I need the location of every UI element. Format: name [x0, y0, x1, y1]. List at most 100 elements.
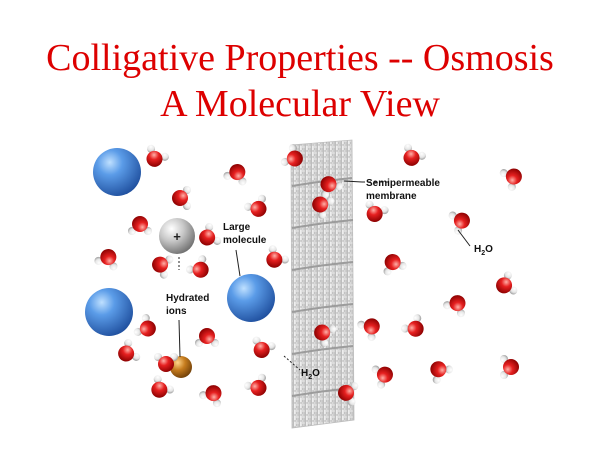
water-label-right-sub: 2 — [481, 250, 485, 257]
hydrogen-atom — [367, 332, 376, 341]
semipermeable-label-line-2: membrane — [366, 191, 417, 202]
water-molecule — [365, 200, 389, 222]
water-molecule — [496, 271, 518, 295]
oxygen-atom — [403, 149, 420, 166]
oxygen-atom — [192, 261, 209, 278]
hydrogen-atom — [160, 152, 169, 161]
leader-lines — [178, 180, 471, 371]
semipermeable-membrane — [290, 139, 355, 429]
water-label-membrane-o: O — [312, 368, 320, 379]
hydrogen-atom — [456, 309, 465, 318]
hydrogen-atom — [244, 381, 253, 390]
hydrogen-atom — [507, 182, 516, 191]
water-bottom-leader-line — [283, 355, 301, 371]
hydrated-ions-label-line-2: ions — [166, 306, 187, 317]
oxygen-atom — [407, 320, 424, 337]
hydrogen-atom — [318, 210, 327, 219]
oxygen-atom — [376, 366, 393, 383]
anion — [170, 356, 192, 378]
oxygen-atom — [266, 251, 283, 268]
hydrogen-atom — [267, 342, 276, 351]
oxygen-atom — [152, 256, 169, 273]
semipermeable-label-line-1: Semipermeable — [366, 178, 440, 189]
water-molecule — [195, 328, 219, 347]
large-molecule-label-line-1: Large — [223, 222, 251, 233]
oxygen-atom — [199, 229, 216, 246]
hydrogen-atom — [413, 314, 422, 323]
hydrogen-atom — [443, 301, 452, 310]
hydrogen-atom — [205, 223, 214, 232]
oxygen-atom — [384, 254, 401, 271]
oxygen-atom — [253, 341, 270, 358]
water-molecule — [146, 144, 169, 167]
water-molecule — [500, 355, 519, 379]
water-molecule — [151, 375, 174, 398]
water-molecule — [338, 382, 359, 406]
water-molecule — [448, 211, 470, 235]
diagram-labels: Semipermeable membrane Large molecule Hy… — [166, 178, 493, 381]
water-molecule — [133, 314, 156, 337]
water-molecule — [266, 245, 289, 268]
large-molecule-label-line-2: molecule — [223, 235, 267, 246]
water-molecule — [430, 361, 453, 384]
oxygen-atom — [229, 164, 246, 181]
membrane-leader-line — [343, 180, 363, 183]
water-molecule — [443, 295, 466, 318]
hydrated-ions: + — [159, 218, 195, 378]
hydrogen-atom — [503, 271, 512, 280]
water-label-right: H2O — [474, 244, 493, 257]
hydrogen-atom — [401, 324, 410, 333]
hydrogen-atom — [268, 245, 277, 254]
water-molecule — [172, 186, 191, 210]
water-molecule — [403, 143, 426, 166]
hydrogen-atom — [380, 206, 389, 215]
water-molecule — [128, 216, 152, 235]
oxygen-atom — [449, 295, 466, 312]
large-molecules — [85, 148, 275, 336]
oxygen-atom — [151, 381, 168, 398]
hydrogen-atom — [213, 236, 222, 245]
hydrogen-atom — [186, 265, 195, 274]
oxygen-atom — [100, 249, 117, 266]
oxygen-atom — [366, 205, 383, 222]
water-molecule — [244, 373, 267, 396]
water-molecule — [280, 144, 303, 167]
water-molecule — [152, 255, 174, 279]
large-molecule-bottom — [85, 288, 133, 336]
water-molecule — [118, 339, 141, 362]
hydrogen-atom — [334, 182, 343, 191]
hydrogen-atom — [133, 327, 142, 336]
hydrogen-atom — [244, 202, 253, 211]
oxygen-atom — [146, 150, 163, 167]
large-molecule-leader-line — [235, 249, 241, 277]
water-molecule — [357, 318, 380, 341]
water-molecule — [499, 168, 522, 191]
water-molecule — [401, 314, 424, 337]
hydrogen-atom — [417, 151, 426, 160]
water-molecule — [252, 336, 276, 358]
water-label-right-h: H — [474, 244, 481, 255]
water-molecule — [199, 223, 222, 246]
large-molecule-middle — [227, 274, 275, 322]
hydrogen-atom — [288, 144, 297, 153]
oxygen-atom — [286, 150, 303, 167]
water-label-membrane-h: H — [301, 368, 308, 379]
oxygen-atom — [320, 176, 337, 193]
water-right-leader-line — [457, 229, 471, 247]
water-molecule — [94, 249, 118, 271]
oxygen-atom — [250, 379, 267, 396]
oxygen-atom — [158, 356, 174, 372]
hydrogen-atom — [132, 352, 141, 361]
water-molecules — [94, 143, 522, 408]
oxygen-atom — [363, 318, 380, 335]
hydrogen-atom — [328, 325, 337, 334]
hydrogen-atom — [165, 385, 174, 394]
oxygen-atom — [312, 196, 329, 213]
oxygen-atom — [205, 385, 222, 402]
oxygen-atom — [139, 320, 156, 337]
water-label-membrane-sub: 2 — [308, 374, 312, 381]
hydrogen-atom — [398, 261, 407, 270]
water-label-membrane: H2O — [301, 368, 320, 381]
hydrogen-atom — [432, 375, 441, 384]
